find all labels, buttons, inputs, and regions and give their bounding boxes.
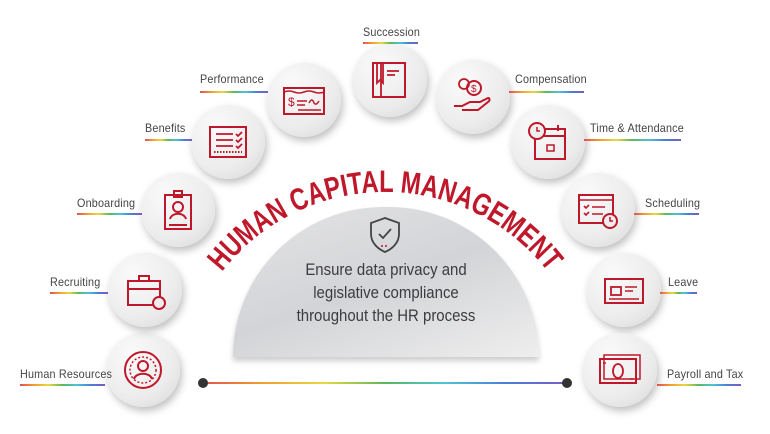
svg-text:$: $: [471, 84, 477, 95]
label-underline: [660, 292, 697, 294]
person-badge-icon: [124, 351, 162, 389]
timeline-line: [203, 382, 567, 384]
label-succession: Succession: [363, 25, 421, 39]
checklist-icon: [209, 126, 247, 158]
ticket-icon: [604, 278, 644, 304]
node-performance: $: [267, 63, 341, 137]
node-time-attendance: [511, 105, 585, 179]
node-recruiting: [108, 253, 182, 327]
banknote-icon: [599, 354, 641, 384]
label-human-resources: Human Resources: [20, 367, 113, 381]
label-scheduling: Scheduling: [645, 196, 701, 210]
node-benefits: [191, 105, 265, 179]
label-onboarding: Onboarding: [77, 196, 136, 210]
label-compensation: Compensation: [515, 72, 587, 86]
node-onboarding: [141, 173, 215, 247]
label-underline: [77, 213, 142, 215]
label-underline: [634, 213, 699, 215]
center-text: Ensure data privacy and legislative comp…: [233, 258, 539, 327]
node-human-resources: [106, 333, 180, 407]
label-recruiting: Recruiting: [50, 275, 101, 289]
center-line: Ensure data privacy and: [305, 260, 467, 279]
node-payroll-and-tax: [583, 333, 657, 407]
center-line: legislative compliance: [313, 283, 459, 302]
timeline-dot-left: [198, 378, 208, 388]
label-underline: [657, 384, 741, 386]
label-leave: Leave: [668, 275, 699, 289]
id-badge-icon: [164, 190, 192, 230]
node-scheduling: [561, 173, 635, 247]
shield-check-icon: [370, 217, 400, 253]
money-hand-icon: $: [454, 78, 491, 111]
label-underline: [20, 384, 105, 386]
label-payroll-and-tax: Payroll and Tax: [667, 367, 744, 381]
cheque-icon: $: [283, 87, 325, 115]
label-underline: [584, 139, 681, 141]
label-underline: [509, 91, 584, 93]
timeline-dot-right: [562, 378, 572, 388]
node-succession: [353, 43, 427, 117]
node-compensation: $: [436, 60, 510, 134]
schedule-icon: [578, 194, 618, 229]
node-leave: [587, 253, 661, 327]
label-time-attendance: Time & Attendance: [590, 121, 684, 135]
label-performance: Performance: [200, 72, 264, 86]
label-underline: [200, 91, 268, 93]
label-underline: [50, 292, 108, 294]
calendar-clock-icon: [528, 122, 566, 160]
label-underline: [145, 139, 192, 141]
label-underline: [363, 42, 418, 44]
center-line: throughout the HR process: [296, 306, 476, 325]
briefcase-icon: [127, 275, 166, 310]
label-benefits: Benefits: [145, 121, 186, 135]
book-icon: [372, 62, 406, 98]
svg-text:$: $: [288, 95, 295, 109]
